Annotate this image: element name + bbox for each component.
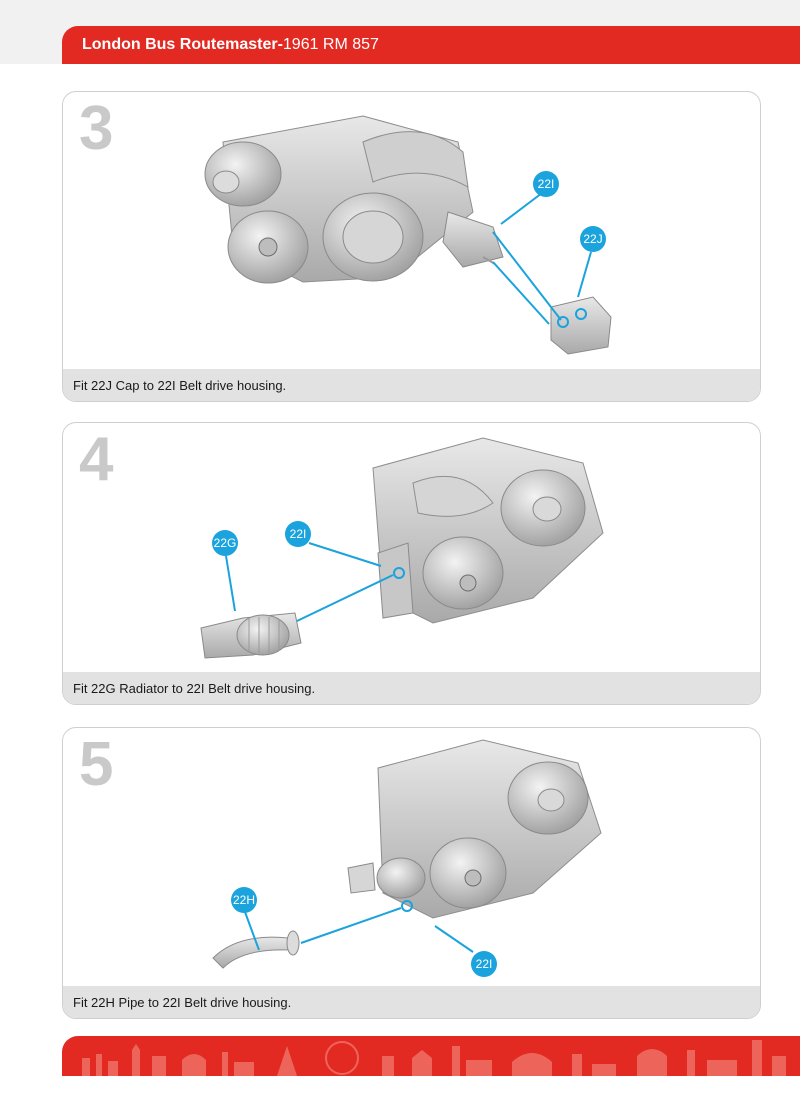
arrow-line	[296, 574, 394, 622]
step-panel-5: 5 22H 22I Fit 22H Pipe to 22I Belt drive…	[62, 727, 761, 1019]
step-caption: Fit 22G Radiator to 22I Belt drive housi…	[63, 672, 760, 704]
callout-22g: 22G	[212, 530, 238, 556]
step-5-illustration: 22H 22I	[212, 739, 602, 977]
arrow-line	[225, 555, 236, 612]
gearbox-assembly	[372, 437, 604, 624]
step-4-illustration: 22G 22I	[200, 437, 604, 659]
header-title-main: London Bus Routemaster-	[82, 36, 283, 53]
part-22g-radiator	[200, 612, 302, 659]
arrow-line	[492, 231, 562, 321]
callout-22i: 22I	[471, 951, 497, 977]
step-panel-4: 4 22G 22I Fit 2	[62, 422, 761, 705]
fit-point-marker	[401, 900, 413, 912]
fit-point-marker	[393, 567, 405, 579]
part-22h-pipe	[212, 930, 300, 969]
gearbox-assembly	[347, 739, 602, 919]
arrow-line	[492, 261, 550, 325]
london-skyline-silhouette	[82, 1040, 786, 1076]
step-3-illustration: 22I 22J	[204, 115, 612, 355]
header-title-sub: 1961 RM 857	[282, 36, 379, 53]
svg-text:22I: 22I	[538, 177, 555, 191]
callout-22i: 22I	[285, 521, 311, 547]
step-number: 5	[79, 730, 114, 799]
step-panel-3: 3	[62, 91, 761, 402]
callout-22h: 22H	[231, 887, 257, 913]
svg-text:22H: 22H	[233, 893, 255, 907]
gearbox-assembly	[204, 115, 474, 284]
arrow-line	[434, 925, 474, 953]
svg-text:22J: 22J	[583, 232, 602, 246]
step-caption: Fit 22H Pipe to 22I Belt drive housing.	[63, 986, 760, 1018]
arrow-line	[500, 189, 547, 225]
part-22j-cap	[550, 296, 612, 355]
part-22i-belt-drive-housing	[442, 211, 504, 268]
svg-text:22G: 22G	[214, 536, 237, 550]
header-bar: London Bus Routemaster- 1961 RM 857	[62, 26, 800, 64]
arrow-line	[300, 907, 402, 944]
callout-22i: 22I	[533, 171, 559, 197]
arrow-line	[244, 911, 260, 951]
svg-text:22I: 22I	[290, 527, 307, 541]
arrow-line	[308, 542, 382, 567]
callout-22j: 22J	[580, 226, 606, 252]
footer-band	[62, 1036, 800, 1076]
arrow-line	[577, 251, 592, 298]
svg-text:22I: 22I	[476, 957, 493, 971]
step-number: 4	[79, 425, 114, 494]
step-caption: Fit 22J Cap to 22I Belt drive housing.	[63, 369, 760, 401]
step-number: 3	[79, 94, 114, 163]
